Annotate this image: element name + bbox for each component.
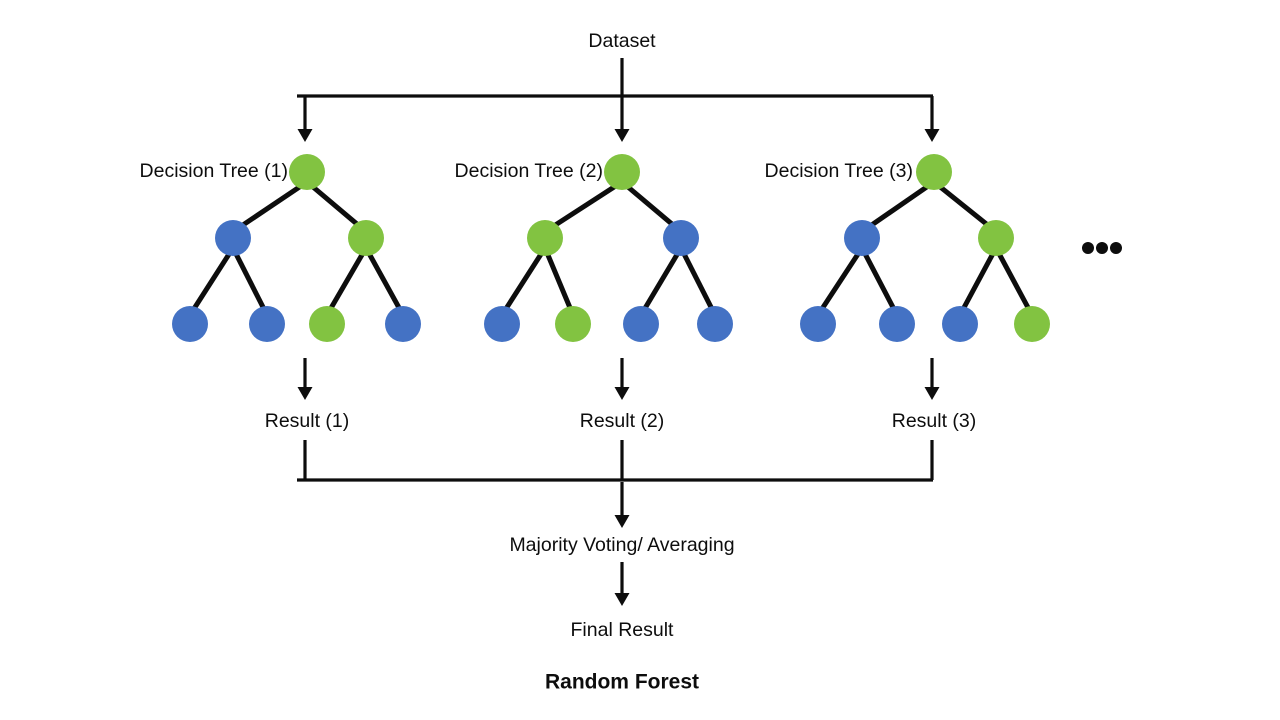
- flow-arrows-layer: [297, 58, 940, 606]
- tree-2-edge-branch-to-leaf-2: [542, 246, 576, 316]
- tree-1-edge-branch-to-leaf-4: [363, 246, 406, 317]
- dataset-to-tree-1-arrowhead: [297, 129, 313, 142]
- tree-1-edge-branch-to-leaf-3: [324, 246, 369, 317]
- tree-2-edge-branch-to-leaf-3: [638, 246, 684, 317]
- tree-2-edge-root-to-branch-1: [543, 179, 624, 234]
- tree-2-leaf-node-4: [697, 306, 733, 342]
- tree-1-edge-root-to-branch-1: [231, 179, 309, 234]
- tree-2-branch-node-2: [663, 220, 699, 256]
- diagram-text-layer: Decision Tree (1) Result (1) Decision Tree…: [140, 30, 977, 693]
- tree-1-leaf-node-4: [385, 306, 421, 342]
- aggregation-to-final-arrowhead: [614, 593, 630, 606]
- tree-1-root-node: [289, 154, 325, 190]
- tree-1-edge-branch-to-leaf-1: [187, 246, 236, 317]
- tree-3-to-result-arrowhead: [924, 387, 940, 400]
- tree-2-leaf-node-2: [555, 306, 591, 342]
- diagram-title: Random Forest: [545, 671, 699, 694]
- tree-2-root-node: [604, 154, 640, 190]
- tree-3-root-node: [916, 154, 952, 190]
- tree-1-leaf-node-3: [309, 306, 345, 342]
- tree-3-branch-node-1: [844, 220, 880, 256]
- tree-3-branch-node-2: [978, 220, 1014, 256]
- aggregation-label: Majority Voting/ Averaging: [509, 534, 734, 556]
- tree-3-edge-branch-to-leaf-2: [859, 246, 900, 317]
- tree-3-leaf-node-3: [942, 306, 978, 342]
- tree-3-leaf-node-1: [800, 306, 836, 342]
- final-result-label: Final Result: [571, 619, 675, 641]
- tree-3-edge-root-to-branch-1: [860, 179, 936, 234]
- tree-3-edge-branch-to-leaf-1: [815, 246, 865, 317]
- tree-2-result-label: Result (2): [580, 410, 665, 432]
- tree-1-to-result-arrowhead: [297, 387, 313, 400]
- merge-to-aggregation-arrowhead: [614, 515, 630, 528]
- tree-2-label: Decision Tree (2): [455, 160, 603, 182]
- tree-2-branch-node-1: [527, 220, 563, 256]
- dataset-label: Dataset: [588, 30, 656, 52]
- tree-1-result-label: Result (1): [265, 410, 350, 432]
- tree-nodes-layer: [172, 154, 1050, 342]
- tree-3-leaf-node-4: [1014, 306, 1050, 342]
- tree-2-edge-branch-to-leaf-1: [499, 246, 548, 317]
- tree-1-leaf-node-1: [172, 306, 208, 342]
- tree-3-edge-branch-to-leaf-4: [993, 246, 1035, 317]
- ellipsis-dot-2: [1096, 242, 1108, 254]
- tree-3-label: Decision Tree (3): [765, 160, 913, 182]
- ellipsis-dot-1: [1082, 242, 1094, 254]
- tree-3-leaf-node-2: [879, 306, 915, 342]
- tree-1-label: Decision Tree (1): [140, 160, 288, 182]
- tree-3-edge-branch-to-leaf-3: [957, 246, 999, 317]
- tree-1-leaf-node-2: [249, 306, 285, 342]
- tree-2-edge-branch-to-leaf-4: [678, 246, 718, 317]
- tree-1-edge-branch-to-leaf-2: [230, 246, 270, 317]
- tree-2-leaf-node-3: [623, 306, 659, 342]
- tree-2-to-result-arrowhead: [614, 387, 630, 400]
- tree-edges-layer: [187, 179, 1035, 317]
- dataset-to-tree-2-arrowhead: [614, 129, 630, 142]
- dataset-to-tree-3-arrowhead: [924, 129, 940, 142]
- tree-1-branch-node-1: [215, 220, 251, 256]
- tree-3-result-label: Result (3): [892, 410, 977, 432]
- ellipsis-icon: [1082, 242, 1122, 254]
- tree-1-branch-node-2: [348, 220, 384, 256]
- ellipsis-dot-3: [1110, 242, 1122, 254]
- tree-2-leaf-node-1: [484, 306, 520, 342]
